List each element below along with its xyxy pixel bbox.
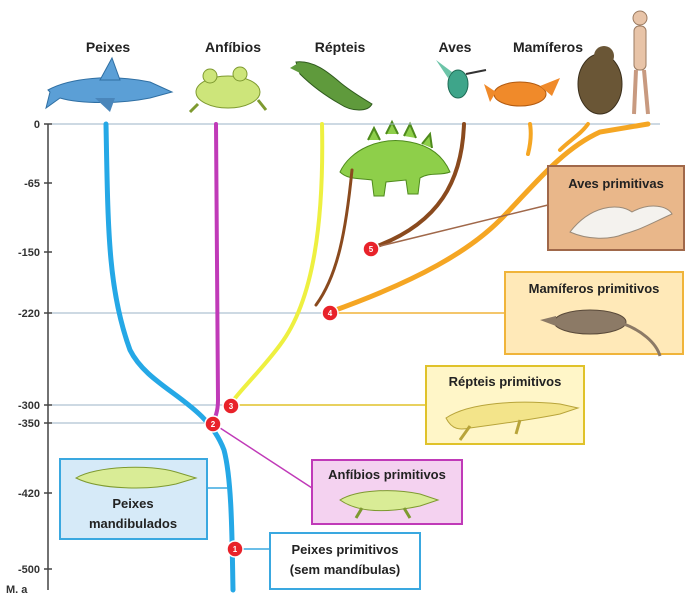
svg-text:5: 5: [369, 245, 374, 254]
tick-label: -350: [18, 418, 40, 430]
lineage-birds: [370, 122, 466, 250]
frog-illustration: [188, 66, 268, 114]
axis-unit-label: M. a: [6, 584, 28, 596]
tick-label: -150: [18, 247, 40, 259]
lineage-reptiles: [228, 122, 325, 407]
tick-label: -500: [18, 564, 40, 576]
jawed-fish-illustration: [74, 466, 198, 489]
svg-text:4: 4: [328, 309, 333, 318]
time-axis: 0 -65 -150 -220 -300 -350 -420 -500 M. a: [6, 119, 52, 596]
connector-2: [213, 423, 313, 489]
box-peixes-mandibulados-label-line1: Peixes: [112, 496, 153, 511]
lineage-amphibians: [210, 122, 221, 426]
early-amphibian-illustration: [339, 490, 440, 519]
early-mammal-illustration: [540, 309, 662, 357]
lizard-illustration: [290, 61, 373, 111]
shark-illustration: [45, 56, 174, 112]
fox-illustration: [484, 78, 560, 107]
marker-3: 3: [222, 397, 240, 415]
event-markers: 1 2 3 4 5: [204, 240, 380, 558]
early-reptile-illustration: [445, 401, 580, 441]
connector-5: [371, 204, 549, 249]
lineages: [103, 121, 651, 593]
box-peixes-primitivos-label-line1: Peixes primitivos: [292, 542, 399, 557]
svg-text:3: 3: [229, 402, 234, 411]
lineage-mammals-branch-1: [558, 122, 590, 152]
gorilla-illustration: [577, 46, 623, 115]
lineage-fish: [103, 121, 236, 593]
tick-label: 0: [34, 119, 40, 131]
box-anfibios-primitivos-label: Anfíbios primitivos: [328, 467, 446, 482]
hummingbird-illustration: [436, 60, 487, 99]
group-label-amphibians: Anfíbios: [205, 39, 261, 55]
box-mamiferos-primitivos-label: Mamíferos primitivos: [529, 281, 660, 296]
box-mamiferos-primitivos-bg: [504, 271, 684, 355]
group-label-birds: Aves: [439, 39, 472, 55]
svg-text:1: 1: [233, 545, 238, 554]
lineage-dinosaurs: [314, 168, 354, 307]
archaeopteryx-illustration: [569, 205, 673, 239]
group-label-mammals: Mamíferos: [513, 39, 583, 55]
tick-label: -300: [18, 400, 40, 412]
tick-label: -65: [24, 178, 40, 190]
box-peixes-primitivos-bg: [269, 532, 421, 590]
box-peixes-primitivos: Peixes primitivos (sem mandíbulas): [269, 532, 421, 590]
svg-text:2: 2: [211, 420, 216, 429]
time-gridlines: [48, 123, 660, 424]
lineage-mammals-branch-2: [526, 122, 533, 156]
box-aves-primitivas-label: Aves primitivas: [568, 176, 664, 191]
tick-label: -220: [18, 308, 40, 320]
marker-2: 2: [204, 415, 222, 433]
group-label-fish: Peixes: [86, 39, 131, 55]
box-anfibios-primitivos: Anfíbios primitivos: [311, 459, 463, 525]
group-label-reptiles: Répteis: [315, 39, 366, 55]
connector-lines: [207, 204, 549, 550]
tick-label: -420: [18, 488, 40, 500]
box-peixes-mandibulados-label-line2: mandibulados: [89, 516, 177, 531]
human-illustration: [632, 10, 650, 115]
lineage-mammals: [327, 121, 651, 315]
box-peixes-primitivos-label-line2: (sem mandíbulas): [290, 562, 401, 577]
box-peixes-mandibulados: Peixes mandibulados: [59, 458, 208, 540]
box-repteis-primitivos: Répteis primitivos: [425, 365, 585, 445]
marker-4: 4: [321, 304, 339, 322]
marker-1: 1: [226, 540, 244, 558]
dinosaur-illustration: [339, 119, 451, 197]
box-mamiferos-primitivos: Mamíferos primitivos: [504, 271, 684, 357]
box-aves-primitivas: Aves primitivas: [547, 165, 685, 251]
box-repteis-primitivos-label: Répteis primitivos: [449, 374, 562, 389]
marker-5: 5: [362, 240, 380, 258]
